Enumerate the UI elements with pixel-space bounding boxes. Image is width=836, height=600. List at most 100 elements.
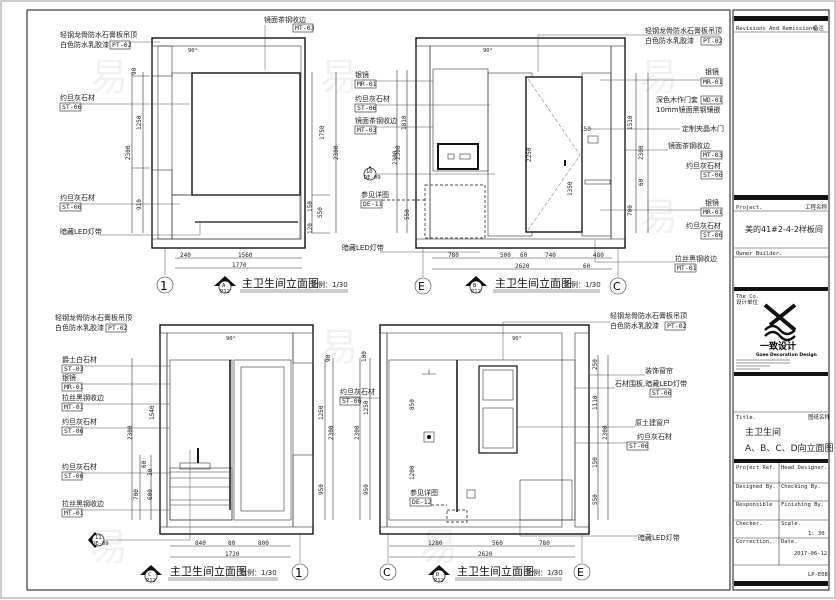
r-60-text: 60 [638, 178, 645, 186]
surround-code-text: ST-06 [652, 389, 672, 397]
b-3-text: 800 [258, 540, 269, 547]
angle-text: 90° [188, 48, 198, 54]
section-sheet-text: DE-09 [92, 541, 109, 547]
b-2-text: 560 [492, 540, 503, 547]
stone-r-text: 约旦灰石材 [340, 387, 375, 396]
stone-2-code-text: ST-06 [64, 472, 84, 480]
head-designer-text: Head Designer. [781, 465, 827, 471]
steel-2-text: 拉丝黑钢收边 [62, 499, 104, 508]
rect-mark [734, 195, 828, 200]
surround-text: 石材围板,暗藏LED灯带 [615, 379, 687, 388]
rect-mark [700, 77, 723, 87]
circle-mark [432, 569, 446, 583]
led-text: 暗藏LED灯带 [342, 243, 384, 252]
v-100-text: 100 [361, 351, 368, 362]
b-total-text: 2620 [478, 551, 493, 558]
trim-2-code-text: MT-03 [703, 151, 723, 159]
rect-mark [564, 160, 566, 166]
ceiling-1-text: 轻钢龙骨防水石膏板吊顶 [645, 26, 722, 35]
rect-mark [61, 471, 83, 481]
r-b-text: 550 [317, 207, 324, 218]
marker-letter-text: A [222, 283, 226, 289]
r-2300-text: 2300 [602, 425, 609, 440]
v-30-text: 30 [147, 468, 154, 476]
b-1-text: 840 [195, 540, 206, 547]
company-logo: 一致设计 Gzee Decoration Design [756, 303, 817, 358]
ceiling-1-text: 轻钢龙骨防水石膏板吊顶 [55, 313, 132, 322]
rect-mark [734, 372, 828, 376]
detail-text: 参见详图 [410, 488, 438, 497]
title-label-cn-text: 图纸名称 [808, 413, 831, 421]
watermark-text: 易 [320, 55, 358, 99]
window-text: 原土建窗户 [635, 418, 670, 427]
path-mark [455, 577, 562, 581]
rect-mark [354, 79, 377, 89]
wall-upper-left [151, 45, 173, 77]
designed-by-text: Designed By. [736, 484, 776, 490]
door-text: 定制夹晶木门 [682, 124, 724, 133]
rect-mark [59, 102, 82, 112]
drawing-frame [26, 9, 731, 591]
stone-code-text: ST-06 [629, 442, 649, 450]
rect-mark [482, 407, 514, 449]
door-frame-code-text: WD-01 [703, 96, 723, 104]
path-mark [240, 289, 348, 293]
caption-text: 主卫生间立面图 [242, 276, 319, 290]
b-total-text: 2620 [515, 263, 530, 270]
path-mark [131, 358, 334, 520]
mirror-2-text: 银镜 [705, 67, 719, 76]
b-total-text: 1720 [225, 551, 240, 558]
title-label-text: Title. [736, 415, 756, 421]
r-total-text: 2300 [333, 145, 340, 160]
r-a-text: 150 [307, 201, 314, 212]
watermark-text: 易 [90, 55, 128, 99]
rect-mark [584, 179, 611, 185]
responsible-text: Responsible [736, 502, 772, 508]
company-label-text: The Co. [736, 294, 759, 300]
detail-text: 参见详图 [361, 190, 389, 199]
detail-code-text: DE-12 [412, 498, 432, 506]
circle-mark [379, 563, 397, 581]
r-1250-text: 1250 [318, 405, 325, 420]
path-mark [422, 248, 619, 277]
b-2-text: 500 [500, 252, 511, 259]
v-550-text: 550 [404, 209, 411, 220]
ceiling-code-text: PT-02 [108, 324, 128, 332]
rect-mark [292, 454, 314, 528]
circle-mark [144, 569, 158, 583]
mosaic-panel [240, 366, 285, 512]
rect-mark [734, 459, 828, 463]
steel-code-text: MT-01 [677, 264, 697, 272]
b-3-text: 780 [539, 540, 550, 547]
drawing-title-1-text: 主卫生间 [745, 426, 781, 438]
path-mark [396, 70, 649, 233]
rect-mark [700, 230, 723, 240]
v-bot-text: 910 [136, 199, 143, 210]
r-mirror-text: 1750 [319, 125, 326, 140]
steel-1-text: 拉丝黑钢收边 [62, 393, 104, 402]
ceiling-1-text: 轻钢龙骨防水石膏板吊顶 [610, 311, 687, 320]
stone-3-text: 约旦灰石材 [686, 221, 721, 230]
rect-mark [482, 369, 514, 401]
vanity-hidden [424, 184, 486, 239]
marker-sheet-text: P12 [220, 289, 230, 295]
rect-mark [587, 135, 599, 144]
b-1-text: 240 [180, 252, 191, 259]
stone-1-code-text: ST-06 [62, 103, 82, 111]
stone-3-code-text: ST-06 [703, 231, 723, 239]
rect-mark [423, 431, 435, 443]
mirror-right [581, 72, 612, 237]
rect-mark [292, 332, 314, 364]
v-2300-text: 2300 [354, 425, 361, 440]
path-mark [170, 545, 291, 558]
stone-2-text: 约旦灰石材 [60, 193, 95, 202]
circle-mark [291, 563, 309, 581]
path-mark [736, 359, 790, 370]
path-mark [389, 545, 575, 558]
rect-mark [233, 359, 292, 521]
rect-mark [446, 509, 468, 523]
handle-text: 1350 [567, 181, 574, 196]
rect-mark [674, 263, 697, 273]
